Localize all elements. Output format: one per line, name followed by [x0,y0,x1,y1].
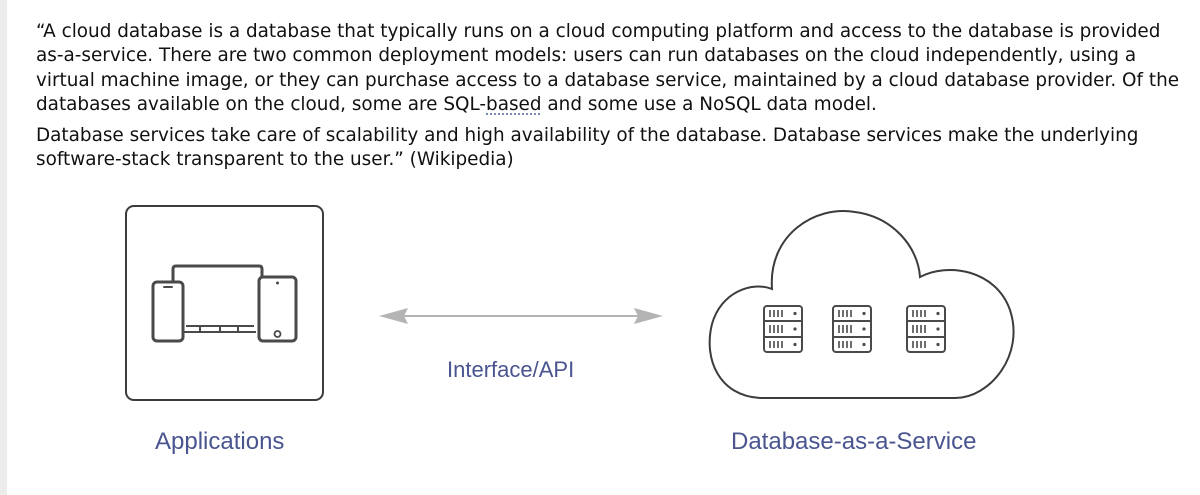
database-server-icon [906,305,946,353]
devices-icon-group [151,264,298,343]
page-left-edge [0,0,7,495]
desktop-monitor-icon [171,264,264,333]
bidirectional-arrow-icon [379,308,663,324]
interface-api-label: Interface/API [447,357,575,382]
cloud-icon [708,210,1015,399]
database-server-icons [763,305,946,353]
quote-block: “A cloud database is a database that typ… [36,20,1186,172]
applications-label: Applications [155,428,285,455]
underlined-word: based [486,94,542,116]
quote-text-end: and some use a NoSQL data model. [541,94,877,116]
database-server-icon [763,305,803,353]
quote-paragraph-2: Database services take care of scalabili… [36,124,1139,171]
phone-icon [151,280,185,343]
tablet-icon [257,275,298,343]
database-server-icon [832,305,872,353]
applications-box [125,205,324,401]
database-as-a-service-label: Database-as-a-Service [731,428,977,455]
quote-text: “A cloud database is a database that typ… [36,21,1180,116]
quote-paragraph-1: “A cloud database is a database that typ… [36,20,1186,118]
